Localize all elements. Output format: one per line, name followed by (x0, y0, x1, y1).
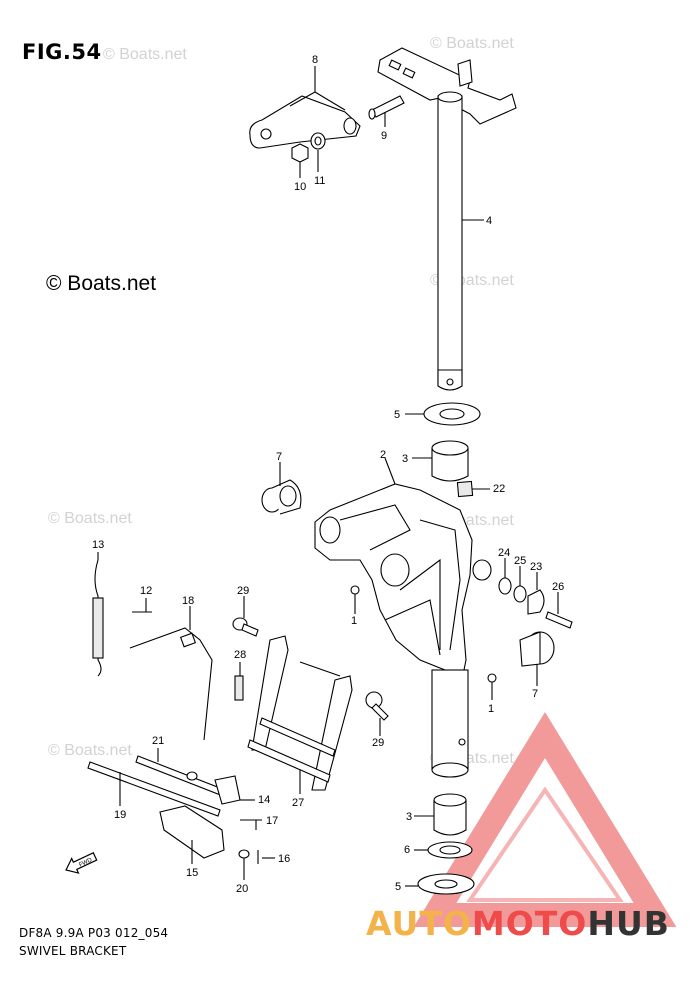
brand-logo-text: AUTOMOTOHUB (366, 904, 670, 943)
watermark: © Boats.net (430, 35, 514, 52)
diagram-name: SWIVEL BRACKET (19, 944, 127, 958)
part-7-bushing-right (519, 631, 555, 686)
brand-part-auto: AUTO (366, 904, 472, 943)
callout-26: 26 (552, 581, 564, 593)
callout-24: 24 (498, 547, 510, 559)
callout-25: 25 (514, 555, 526, 567)
callout-19: 19 (114, 809, 126, 821)
callout-18: 18 (182, 595, 194, 607)
copyright-notice: © Boats.net (46, 272, 157, 295)
callout-12: 12 (140, 585, 152, 597)
callout-13: 13 (92, 539, 104, 551)
diagram-code: DF8A 9.9A P03 012_054 (19, 926, 169, 940)
callout-10: 10 (294, 181, 306, 193)
part-3-bushing (412, 440, 469, 482)
part-7-bushing (261, 462, 302, 515)
part-28-spring (234, 675, 244, 701)
callout-20: 20 (236, 883, 248, 895)
callout-9: 9 (381, 130, 387, 142)
callout-8: 8 (312, 54, 318, 66)
callout-5: 5 (394, 409, 400, 421)
callout-2: 2 (380, 449, 386, 461)
callout-29b: 29 (372, 737, 384, 749)
part-4-steering-shaft (377, 47, 517, 391)
part-3-lower-bushing (414, 793, 467, 836)
parts-14-21-lock-assembly (87, 748, 275, 880)
callout-1b: 1 (488, 703, 494, 715)
part-22-pad (456, 480, 490, 498)
watermark: © Boats.net (103, 46, 187, 63)
callout-3: 3 (402, 453, 408, 465)
callout-5b: 5 (395, 881, 401, 893)
callout-29: 29 (237, 585, 249, 597)
brand-triangle-logo (413, 711, 677, 927)
callout-17: 17 (266, 815, 278, 827)
part-29-bolt (232, 596, 259, 637)
callout-6: 6 (404, 844, 410, 856)
part-29-bolt-lower (365, 691, 389, 736)
parts-23-26-spring-assembly (498, 558, 573, 629)
callout-4: 4 (486, 215, 492, 227)
part-6-washer (414, 841, 473, 859)
brand-part-hub: HUB (587, 904, 670, 943)
callout-14: 14 (258, 794, 270, 806)
part-1-grease-nipple (487, 673, 497, 683)
callout-16: 16 (278, 853, 290, 865)
part-13-spring (92, 552, 104, 677)
part-10-nut (291, 143, 309, 163)
callout-15: 15 (186, 867, 198, 879)
figure-title: FIG.54 (22, 40, 102, 64)
part-1-grease-nipple (350, 585, 360, 595)
callout-23: 23 (530, 561, 542, 573)
part-5-lower-washer (405, 873, 475, 895)
callout-7: 7 (276, 451, 282, 463)
callout-3b: 3 (406, 811, 412, 823)
fwd-label: FWD (78, 857, 94, 868)
callout-7b: 7 (532, 688, 538, 700)
callout-22: 22 (493, 483, 505, 495)
callout-27: 27 (292, 797, 304, 809)
part-18-lever (129, 606, 213, 741)
brand-part-moto: MOTO (471, 904, 588, 943)
part-5-washer (405, 402, 481, 426)
part-8-bracket (249, 66, 361, 149)
lower-swivel-tube (431, 669, 469, 778)
part-27-tilt-lever (247, 635, 353, 794)
callout-21: 21 (152, 735, 164, 747)
part-9-screw (368, 95, 405, 127)
callout-28: 28 (234, 649, 246, 661)
fwd-arrow-icon: FWD (65, 852, 98, 874)
watermark: © Boats.net (48, 742, 132, 759)
part-2-swivel-bracket (314, 457, 492, 681)
callout-11: 11 (314, 175, 325, 187)
callout-1: 1 (351, 615, 357, 627)
watermark: © Boats.net (48, 510, 132, 527)
